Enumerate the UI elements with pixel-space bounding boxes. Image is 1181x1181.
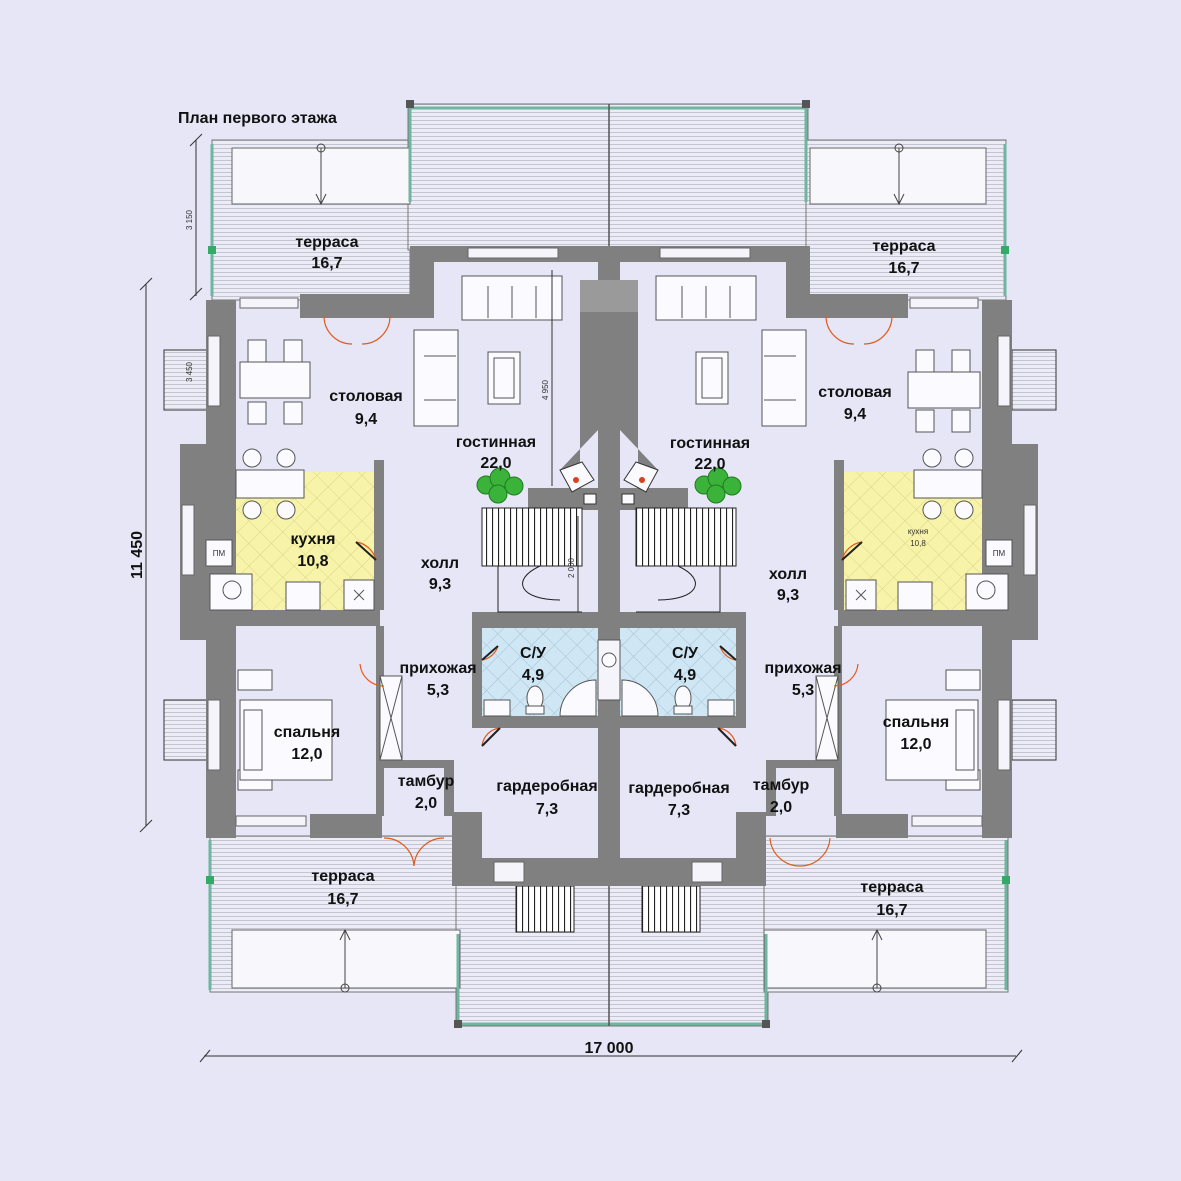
bottom-terraces (206, 835, 1010, 1028)
terrace-top-right-area: 16,7 (888, 260, 919, 277)
dining-left-name: столовая (329, 388, 402, 405)
room-labels-left: терраса 16,7 столовая 9,4 гостинная 22,0… (213, 234, 598, 908)
wardrobe-right-name: гардеробная (628, 780, 729, 797)
entry-right-name: прихожая (764, 660, 841, 677)
terrace-top-left-area: 16,7 (311, 255, 342, 272)
plan-title: План первого этажа (178, 110, 337, 127)
terrace-bottom-left-area: 16,7 (327, 891, 358, 908)
windows (181, 247, 1037, 883)
bath-right-area: 4,9 (674, 667, 696, 684)
bedroom-left-name: спальня (274, 724, 340, 741)
vestibule-left-area: 2,0 (415, 795, 437, 812)
kitchen-right-area: 10,8 (910, 539, 926, 548)
dimension-lines (139, 133, 1023, 1063)
bath-left-name: С/У (520, 645, 547, 662)
vestibule-right-area: 2,0 (770, 799, 792, 816)
furniture-right (621, 275, 1013, 791)
dining-right-name: столовая (818, 384, 891, 401)
bedroom-right-name: спальня (883, 714, 949, 731)
terrace-bottom-right-area: 16,7 (876, 902, 907, 919)
vestibule-left-name: тамбур (398, 773, 455, 790)
pm-left: ПМ (213, 549, 226, 558)
pm-right: ПМ (993, 549, 1006, 558)
bedroom-right-area: 12,0 (900, 736, 931, 753)
wardrobe-left-name: гардеробная (496, 778, 597, 795)
doors (323, 315, 893, 867)
plants (476, 467, 742, 504)
terrace-top-left-name: терраса (295, 234, 358, 251)
bath-left-area: 4,9 (522, 667, 544, 684)
dimension-height: 11 450 (129, 531, 146, 579)
dimension-width: 17 000 (585, 1040, 634, 1057)
hall-right-name: холл (769, 566, 807, 583)
bath-right-name: С/У (672, 645, 699, 662)
living-right-area: 22,0 (694, 456, 725, 473)
dimension-terrace-depth: 3 150 (185, 209, 194, 230)
top-terraces (208, 100, 1009, 301)
kitchen-right-name: кухня (908, 527, 928, 536)
hall-left-area: 9,3 (429, 576, 451, 593)
vestibule-right-name: тамбур (753, 777, 810, 794)
staircases (481, 507, 737, 613)
hall-left-name: холл (421, 555, 459, 572)
entry-right-area: 5,3 (792, 682, 814, 699)
dining-right-area: 9,4 (844, 406, 866, 423)
dining-left-area: 9,4 (355, 411, 377, 428)
door-leaves (355, 541, 863, 747)
wardrobe-left-area: 7,3 (536, 801, 558, 818)
entry-left-name: прихожая (399, 660, 476, 677)
kitchen-left-area: 10,8 (297, 553, 328, 570)
living-left-area: 22,0 (480, 455, 511, 472)
furniture-left (205, 275, 621, 791)
dimension-dining-depth: 3 450 (185, 361, 194, 382)
entry-left-area: 5,3 (427, 682, 449, 699)
fireplaces (559, 461, 659, 505)
dimension-living-depth: 4 950 (541, 379, 550, 400)
terrace-bottom-left-name: терраса (311, 868, 374, 885)
bedroom-left-area: 12,0 (291, 746, 322, 763)
wardrobe-right-area: 7,3 (668, 802, 690, 819)
hall-right-area: 9,3 (777, 587, 799, 604)
dimension-stair: 2 000 (567, 557, 576, 578)
terrace-bottom-right-name: терраса (860, 879, 923, 896)
room-labels-right: терраса 16,7 столовая 9,4 гостинная 22,0… (628, 238, 1005, 919)
living-left-name: гостинная (456, 434, 536, 451)
kitchen-left-name: кухня (291, 531, 336, 548)
terrace-top-right-name: терраса (872, 238, 935, 255)
living-right-name: гостинная (670, 435, 750, 452)
